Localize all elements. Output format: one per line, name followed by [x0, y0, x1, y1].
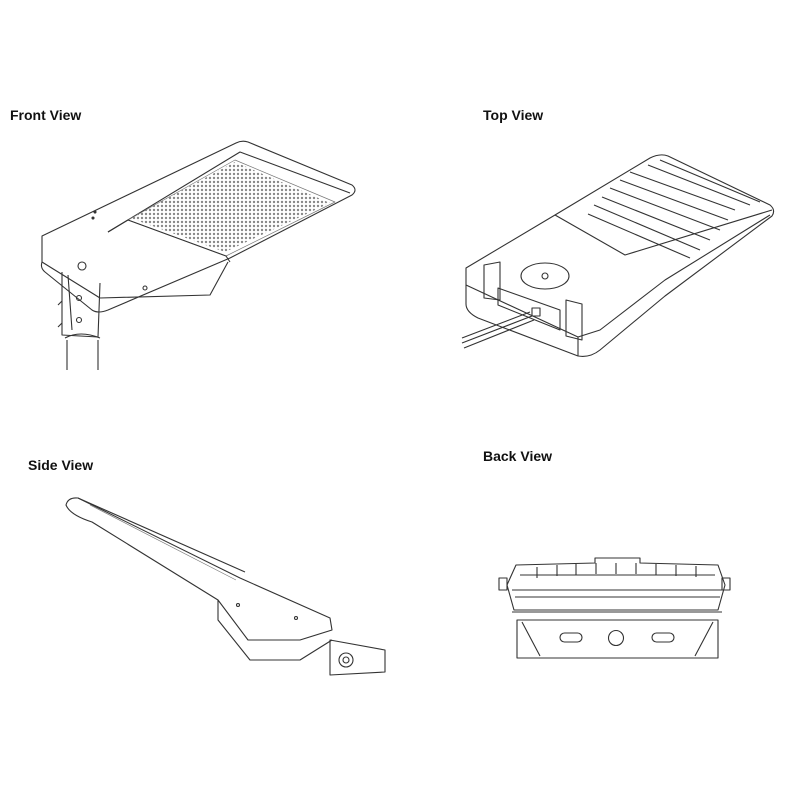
top-view-label: Top View [483, 107, 544, 123]
side-view-drawing [65, 497, 386, 676]
side-view-label: Side View [28, 457, 94, 473]
front-view-label: Front View [10, 107, 82, 123]
front-view-drawing [40, 140, 356, 370]
back-view-drawing [498, 557, 731, 659]
back-view-label: Back View [483, 448, 553, 464]
top-view-drawing [461, 154, 775, 357]
